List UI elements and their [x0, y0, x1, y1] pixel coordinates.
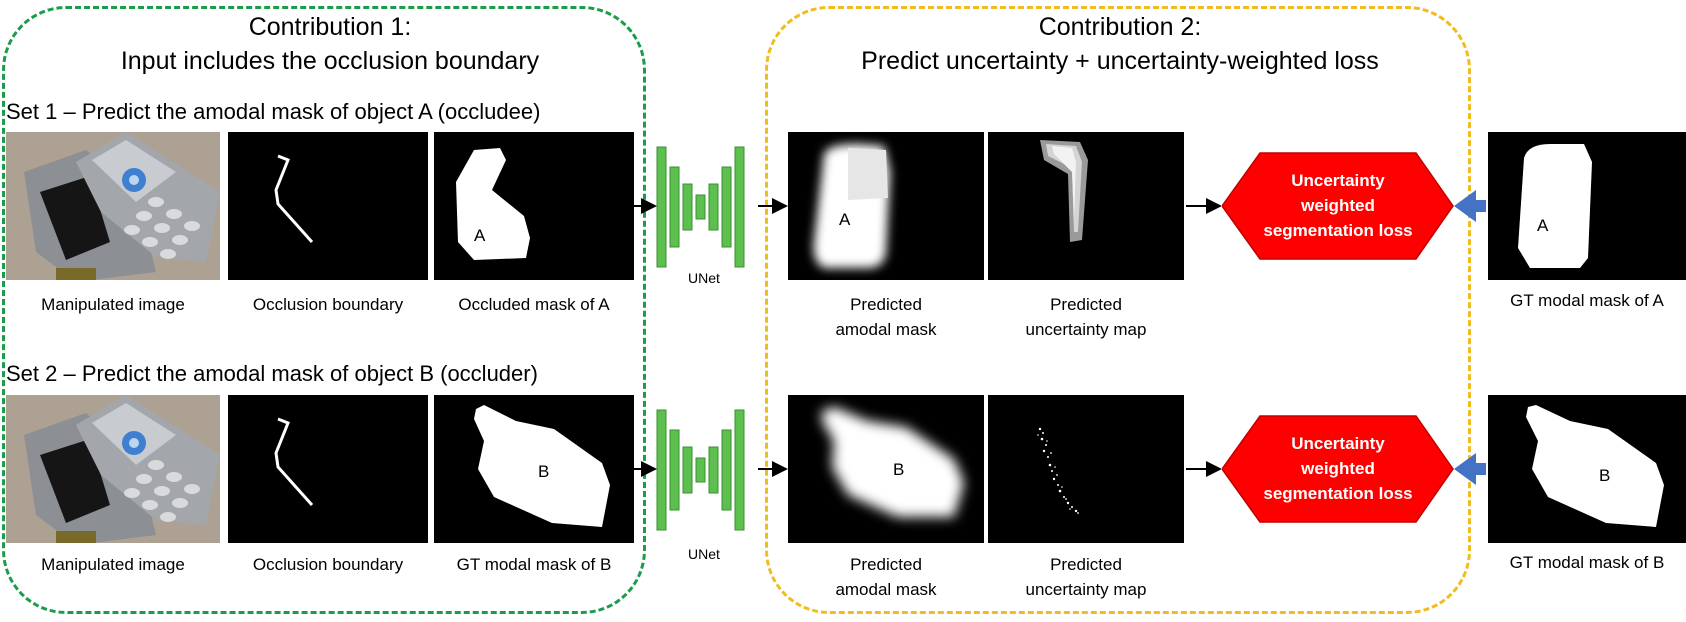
predicted-amodal-mask-2: [788, 395, 984, 543]
caption-gt-modal-mask-a: GT modal mask of A: [1510, 291, 1664, 310]
set-1-title: Set 1 – Predict the amodal mask of objec…: [6, 99, 541, 124]
unet-label-2: UNet: [688, 546, 720, 562]
predicted-mask-label-b: B: [893, 460, 905, 479]
gt-modal-mask-b-input: [434, 395, 634, 543]
caption-predicted-amodal-mask-1: Predicted amodal mask: [788, 292, 984, 342]
predicted-uncertainty-map-1: [988, 132, 1184, 280]
caption-predicted-uncertainty-map-2-line2: uncertainty map: [1025, 580, 1147, 599]
contribution-1-box: [2, 6, 646, 614]
gt-arrow-2: [1454, 453, 1486, 485]
caption-predicted-amodal-mask-1-line2: amodal mask: [835, 320, 937, 339]
caption-manipulated-image-2: Manipulated image: [41, 555, 185, 574]
contribution-2-line2: Predict uncertainty + uncertainty-weight…: [861, 47, 1379, 75]
occlusion-boundary-2: [228, 395, 428, 543]
gt-modal-mask-a: [1488, 132, 1686, 280]
caption-predicted-uncertainty-map-2-line1: Predicted: [1050, 555, 1122, 574]
loss-text-1-line3: segmentation loss: [1263, 221, 1413, 240]
gt-arrow-1: [1454, 190, 1486, 222]
caption-occluded-mask-a: Occluded mask of A: [458, 295, 610, 314]
caption-occlusion-boundary-2: Occlusion boundary: [252, 555, 404, 574]
contribution-2-box: [765, 6, 1471, 614]
caption-predicted-amodal-mask-2-line1: Predicted: [850, 555, 922, 574]
caption-predicted-uncertainty-map-1: Predicted uncertainty map: [988, 292, 1184, 342]
caption-occlusion-boundary-1: Occlusion boundary: [252, 295, 404, 314]
contribution-1-line1: Contribution 1:: [248, 13, 412, 41]
loss-hexagon-2: [1222, 415, 1454, 523]
occlusion-boundary-1: [228, 132, 428, 280]
contribution-2-line1: Contribution 2:: [1038, 13, 1202, 41]
mask-label-a: A: [474, 226, 486, 245]
unet-2: [655, 405, 755, 535]
caption-gt-modal-mask-b-input: GT modal mask of B: [456, 555, 612, 574]
gt-mask-label-a: A: [1537, 216, 1549, 235]
unet-1: [655, 142, 755, 272]
loss-text-1-line1: Uncertainty: [1291, 171, 1385, 190]
loss-text-2-line1: Uncertainty: [1291, 434, 1385, 453]
contribution-1-title: Contribution 1: Input includes the occlu…: [40, 10, 620, 78]
loss-text-2-line3: segmentation loss: [1263, 484, 1413, 503]
manipulated-image-1: [6, 132, 220, 280]
loss-text-1-line2: weighted: [1301, 196, 1375, 215]
caption-predicted-amodal-mask-1-line1: Predicted: [850, 295, 922, 314]
loss-text-2: Uncertainty weighted segmentation loss: [1222, 431, 1454, 506]
manipulated-image-2: [6, 395, 220, 543]
gt-modal-mask-b: [1488, 395, 1686, 543]
caption-gt-modal-mask-b: GT modal mask of B: [1509, 553, 1665, 572]
loss-text-2-line2: weighted: [1301, 459, 1375, 478]
caption-predicted-amodal-mask-2-line2: amodal mask: [835, 580, 937, 599]
unet-label-1: UNet: [688, 270, 720, 286]
predicted-mask-label-a: A: [839, 210, 851, 229]
caption-predicted-uncertainty-map-1-line1: Predicted: [1050, 295, 1122, 314]
mask-label-b: B: [538, 462, 550, 481]
loss-hexagon-1: [1222, 152, 1454, 260]
predicted-amodal-mask-1: [788, 132, 984, 280]
occluded-mask-a: [434, 132, 634, 280]
set-2-title: Set 2 – Predict the amodal mask of objec…: [6, 361, 538, 386]
contribution-2-title: Contribution 2: Predict uncertainty + un…: [780, 10, 1460, 78]
loss-text-1: Uncertainty weighted segmentation loss: [1222, 168, 1454, 243]
caption-predicted-uncertainty-map-2: Predicted uncertainty map: [988, 552, 1184, 602]
predicted-uncertainty-map-2: [988, 395, 1184, 543]
contribution-1-line2: Input includes the occlusion boundary: [120, 47, 540, 75]
caption-predicted-uncertainty-map-1-line2: uncertainty map: [1025, 320, 1147, 339]
gt-mask-label-b: B: [1599, 466, 1611, 485]
caption-manipulated-image-1: Manipulated image: [41, 295, 185, 314]
caption-predicted-amodal-mask-2: Predicted amodal mask: [788, 552, 984, 602]
